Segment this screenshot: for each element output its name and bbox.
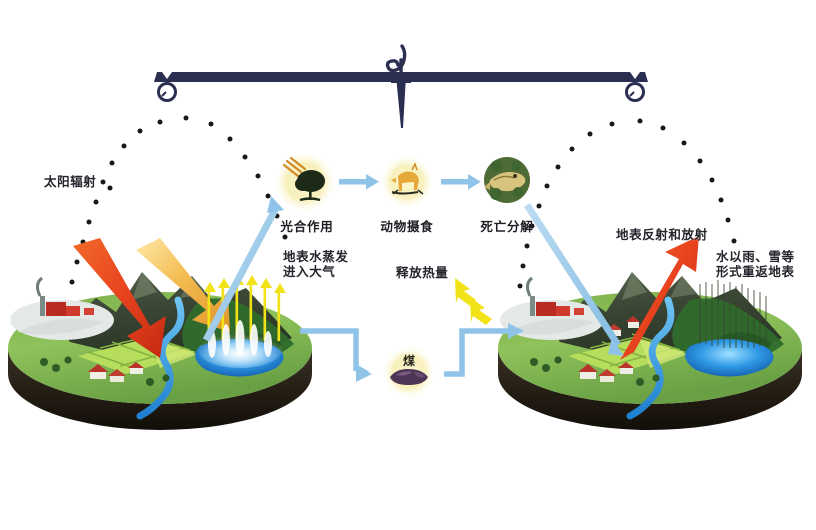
solar-orange-incoming-arrow xyxy=(136,238,230,332)
node-photosynthesis[interactable] xyxy=(275,152,335,212)
label-surface-water-evaporation: 地表水蒸发 进入大气 xyxy=(283,249,349,279)
right-landscape-disc xyxy=(498,272,802,430)
left-road xyxy=(18,318,104,335)
label-water-returns-to-surface: 水以雨、雪等 形式重返地表 xyxy=(716,249,795,279)
heat-release-arrows xyxy=(455,278,492,325)
label-release-heat: 释放热量 xyxy=(396,265,449,280)
caption-photosynthesis: 光合作用 xyxy=(280,219,334,234)
left-ring-tick xyxy=(161,91,167,97)
coal-lump-icon xyxy=(390,369,428,385)
left-beam-notch xyxy=(162,72,172,79)
fish-skeleton-icon xyxy=(484,160,526,200)
caption-death-decomposition: 死亡分解 xyxy=(480,219,534,234)
right-ring-tick xyxy=(629,91,635,97)
left-pan-ring xyxy=(157,82,177,102)
flow-coal-to-right-land xyxy=(444,323,524,377)
balance-scale xyxy=(154,44,648,128)
hook-icon xyxy=(385,44,407,73)
label-surface-reflection-radiation: 地表反射和放射 xyxy=(616,227,708,242)
flow-left-land-to-coal xyxy=(300,328,372,382)
caption-coal: 煤 xyxy=(403,354,416,368)
solar-red-incoming-arrow xyxy=(73,238,166,358)
right-mountain-highlight xyxy=(622,272,647,300)
node-animal-feeding[interactable] xyxy=(381,156,433,208)
left-mountain-highlight xyxy=(132,272,157,300)
right-dotted-arc xyxy=(517,118,737,289)
right-mountain-highlight-2 xyxy=(670,276,696,298)
left-river xyxy=(136,296,185,420)
balance-pointer xyxy=(396,76,406,128)
surface-reflection-arrow xyxy=(620,236,699,360)
right-pan-ring xyxy=(625,82,645,102)
rainfall-lines xyxy=(699,280,767,348)
right-road xyxy=(508,318,594,335)
left-small-trees xyxy=(40,356,170,386)
right-river xyxy=(626,296,675,420)
node-death-decomposition[interactable] xyxy=(484,157,530,203)
right-lake xyxy=(685,339,774,377)
left-village-icon xyxy=(88,362,144,382)
beam-center-block xyxy=(391,72,411,83)
right-beam-notch xyxy=(630,72,640,79)
left-disc-side xyxy=(8,348,312,430)
left-dotted-arc xyxy=(69,115,288,285)
node-coal[interactable] xyxy=(383,346,435,398)
flow-animal-to-death xyxy=(441,174,481,190)
flow-left-land-to-photosynthesis xyxy=(202,196,284,342)
caption-animal-feeding: 动物摄食 xyxy=(380,219,434,234)
right-small-trees xyxy=(530,356,660,386)
flow-death-to-right-land xyxy=(524,203,624,356)
right-disc-side xyxy=(498,348,802,430)
deer-icon xyxy=(391,162,424,195)
tree-with-sunrays-icon xyxy=(282,156,325,202)
flow-photosynthesis-to-animal xyxy=(339,174,379,190)
label-solar-radiation: 太阳辐射 xyxy=(44,174,97,189)
right-factory-icon xyxy=(525,276,584,316)
left-factory-icon xyxy=(35,276,94,316)
